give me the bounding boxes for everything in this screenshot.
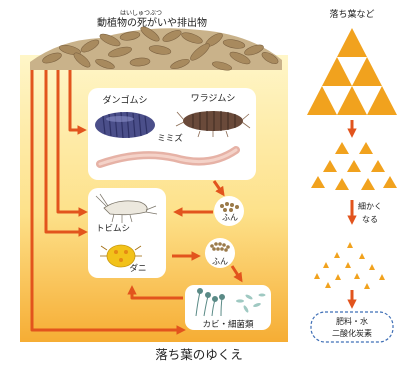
feces-label-2: ふん (212, 257, 228, 266)
woodlouse-label: ワラジムシ (191, 93, 236, 104)
products-label-2: 二酸化炭素 (332, 328, 372, 338)
mite-label: ダニ (129, 263, 146, 274)
springtail-label: トビムシ (96, 224, 130, 234)
earthworm-highlight (98, 148, 238, 166)
bacteria-illustration (236, 293, 266, 313)
top-ruby: はいしゅつぶつ (120, 10, 162, 17)
leaf-litter-pile (30, 26, 282, 71)
springtail-illustration (95, 193, 158, 223)
earthworm-label: ミミズ (157, 133, 183, 144)
feces-pellets-2 (210, 242, 230, 252)
litter-feed-arrows (30, 70, 186, 335)
pillbug-label: ダンゴムシ (102, 94, 147, 106)
top-caption: 動植物の死がいや排出物 (97, 16, 207, 29)
pillbug-illustration (95, 111, 155, 139)
large-triangles (307, 28, 397, 115)
products-label-1: 肥料・水 (336, 316, 368, 326)
figure-title: 落ち葉のゆくえ (155, 347, 243, 362)
internal-arrows (127, 180, 243, 300)
small-triangles (314, 242, 385, 289)
medium-triangles (311, 142, 397, 190)
feces-label-1: ふん (222, 213, 238, 222)
feces-pellets-1 (220, 202, 239, 212)
products-box (310, 311, 394, 343)
finer-label-1: 細かく (358, 201, 382, 211)
feces-circle-1 (214, 196, 244, 226)
fungi-label: カビ・細菌類 (202, 319, 254, 330)
fallen-leaves-label: 落ち葉など (329, 8, 374, 20)
finer-label-2: なる (362, 215, 378, 224)
fungi-illustration (195, 288, 225, 317)
mite-illustration (100, 244, 142, 268)
woodlouse-illustration (175, 111, 251, 138)
